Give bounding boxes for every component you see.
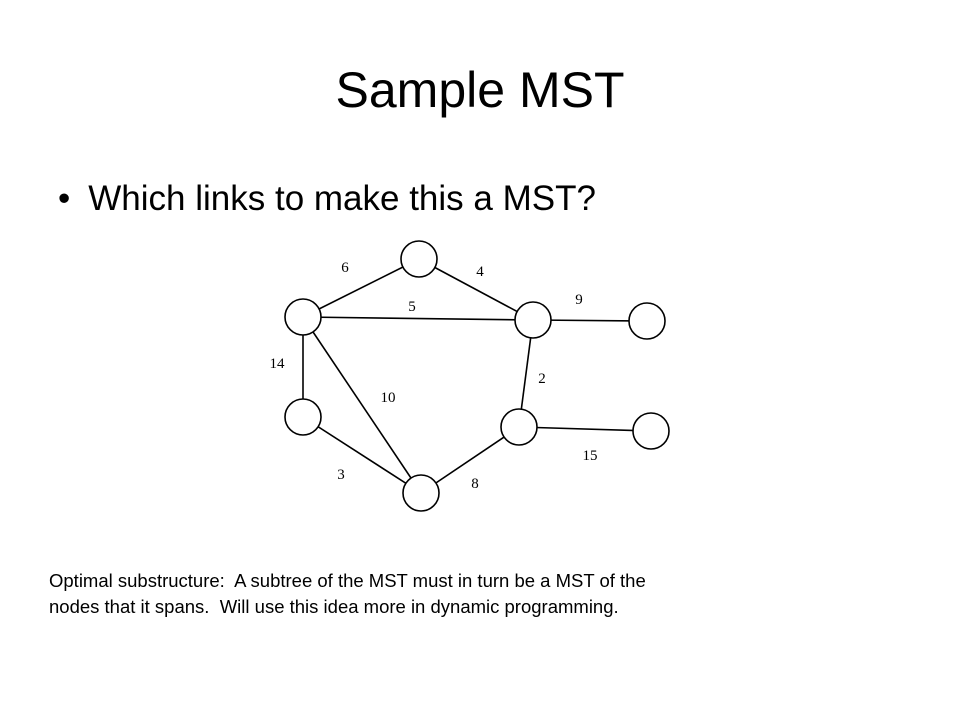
- bullet-text: Which links to make this a MST?: [88, 179, 596, 218]
- edge-weight-label: 5: [408, 299, 416, 315]
- edge-left-low-bottom: [302, 416, 422, 494]
- node-far-right-low: [632, 412, 670, 450]
- edge-weight-label: 8: [471, 476, 479, 492]
- graph-weight-labels: 6 4 5 9 14 10 2 3 8 15: [270, 260, 598, 492]
- edge-weight-label: 9: [575, 292, 583, 308]
- graph-edges: [302, 258, 652, 494]
- edge-weight-label: 14: [270, 356, 286, 372]
- edge-weight-label: 3: [337, 467, 345, 483]
- bullet-marker: •: [58, 179, 71, 218]
- edge-bottom-right-low: [420, 426, 520, 494]
- edge-weight-label: 10: [381, 390, 396, 406]
- node-left-low: [284, 398, 322, 436]
- node-right-low: [500, 408, 538, 446]
- bullet-item: • Which links to make this a MST?: [58, 176, 596, 222]
- graph-nodes: [284, 240, 670, 512]
- node-left: [284, 298, 322, 336]
- edge-weight-label: 4: [476, 264, 484, 280]
- slide-title: Sample MST: [335, 62, 625, 118]
- edge-left-top: [302, 258, 420, 318]
- edge-left-bottom: [302, 316, 422, 494]
- edge-right-low-far-right-low: [518, 426, 652, 432]
- optimal-substructure-note: Optimal substructure: A subtree of the M…: [49, 568, 849, 620]
- note-line-1: Optimal substructure: A subtree of the M…: [49, 570, 646, 591]
- node-right-mid: [514, 301, 552, 339]
- note-line-2: nodes that it spans. Will use this idea …: [49, 596, 619, 617]
- edge-left-right-mid: [302, 316, 534, 321]
- edge-right-mid-far-right-top: [532, 319, 648, 322]
- node-top: [400, 240, 438, 278]
- node-bottom: [402, 474, 440, 512]
- edge-top-right-mid: [418, 258, 534, 321]
- edge-weight-label: 6: [341, 260, 349, 276]
- node-far-right-top: [628, 302, 666, 340]
- edge-weight-label: 15: [583, 448, 598, 464]
- edge-weight-label: 2: [538, 371, 546, 387]
